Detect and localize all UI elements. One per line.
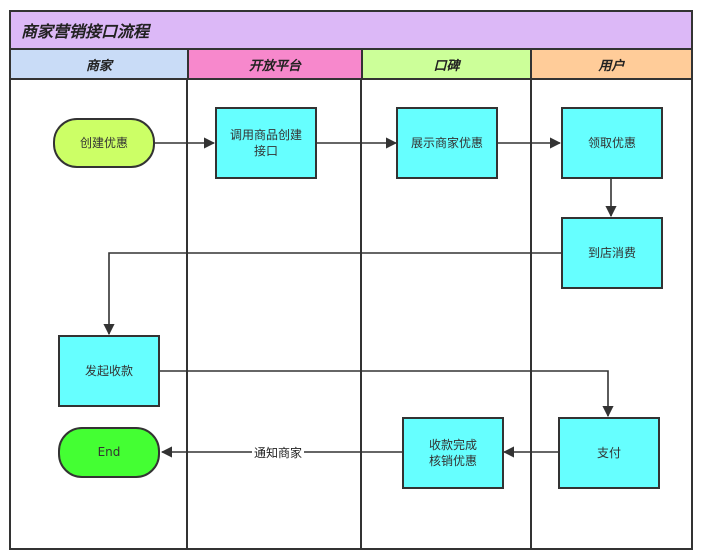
node-store-consume: 到店消费	[561, 217, 663, 289]
start-node-create-offer: 创建优惠	[53, 118, 155, 168]
node-initiate-payment: 发起收款	[58, 335, 160, 407]
node-pay: 支付	[558, 417, 660, 489]
node-receive-offer: 领取优惠	[561, 107, 663, 179]
lane-header-open-platform: 开放平台	[187, 48, 363, 80]
edge-initiate-to-pay	[159, 370, 614, 418]
edge-label-notify: 通知商家	[252, 444, 305, 461]
lane-divider	[360, 78, 362, 550]
lane-header-user: 用户	[530, 48, 693, 80]
lane-divider	[530, 78, 532, 550]
node-show-offer: 展示商家优惠	[396, 107, 498, 179]
lane-header-merchant: 商家	[9, 48, 189, 80]
edge-consume-to-initiate	[103, 252, 561, 336]
lane-divider	[186, 78, 188, 550]
node-payment-done: 收款完成 核销优惠	[402, 417, 504, 489]
node-call-api: 调用商品创建接口	[215, 107, 317, 179]
end-node: End	[58, 427, 160, 478]
